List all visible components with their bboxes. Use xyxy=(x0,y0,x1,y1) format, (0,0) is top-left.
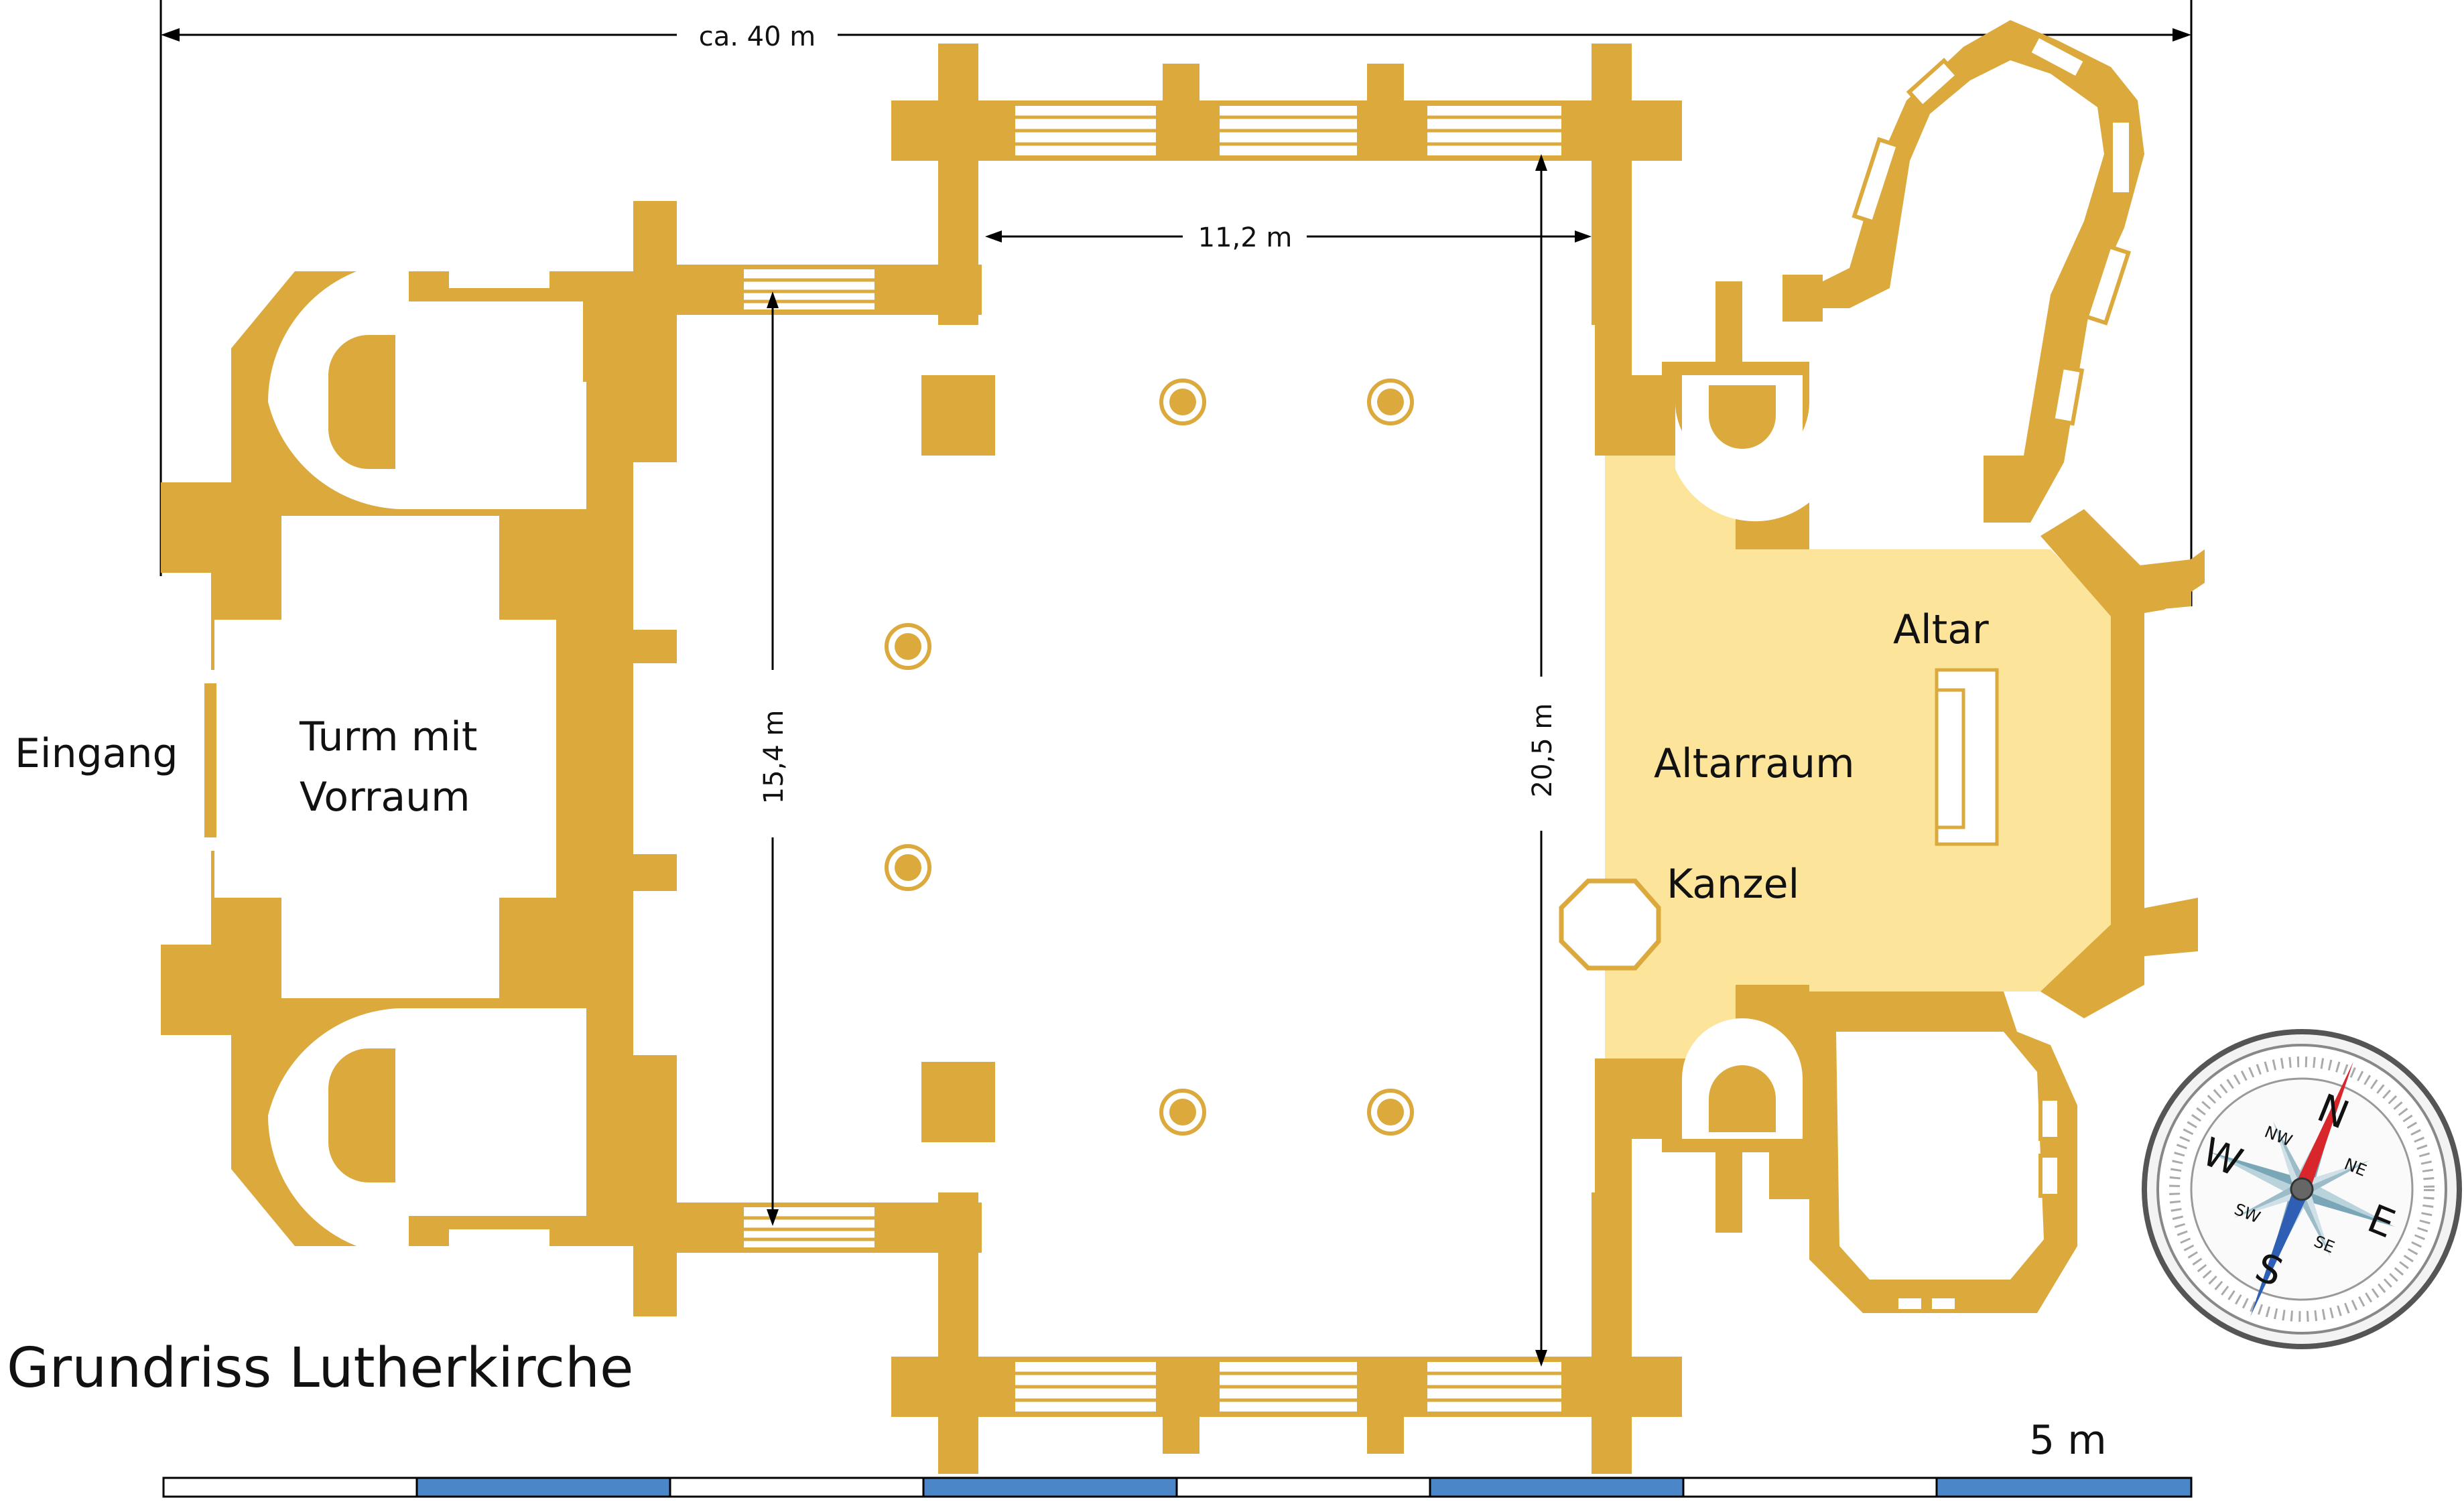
column xyxy=(1159,379,1206,425)
scale-bar: 5 m xyxy=(162,1417,2193,1498)
scale-segment xyxy=(1429,1477,1685,1498)
chancel-label: Altarraum xyxy=(1654,740,1855,787)
total-length-label: ca. 40 m xyxy=(699,21,816,52)
dimension-total-length: ca. 40 m xyxy=(159,0,2193,606)
needle-south xyxy=(2250,1186,2310,1317)
chancel xyxy=(1559,456,2205,1058)
column xyxy=(1367,1089,1414,1136)
nave-walls xyxy=(670,44,1682,1474)
nave-depth-outer-label: 20,5 m xyxy=(1527,703,1558,798)
east-side-rooms xyxy=(1595,20,2144,1313)
compass-rose-icon: N S E W NW NE SW SE xyxy=(2142,1029,2462,1349)
tower-label-line1: Turm mit xyxy=(299,713,477,760)
page-title: Grundriss Lutherkirche xyxy=(7,1337,633,1400)
nave-depth-inner-label: 15,4 m xyxy=(759,710,789,805)
scale-segment xyxy=(1935,1477,2193,1498)
scale-segment xyxy=(415,1477,671,1498)
column xyxy=(1367,379,1414,425)
dimension-nave-depth-outer: 20,5 m xyxy=(1527,154,1558,1367)
column xyxy=(885,844,931,891)
pulpit-label: Kanzel xyxy=(1667,861,1799,908)
needle-north xyxy=(2294,1061,2353,1192)
nave-width-label: 11,2 m xyxy=(1198,222,1293,253)
scale-segment xyxy=(1175,1477,1431,1498)
scale-bar-label: 5 m xyxy=(2029,1417,2107,1464)
dimension-nave-width: 11,2 m xyxy=(985,222,1592,253)
scale-segment xyxy=(162,1477,418,1498)
scale-segment xyxy=(922,1477,1178,1498)
altar-label: Altar xyxy=(1893,606,1989,653)
tower xyxy=(161,201,677,1316)
column xyxy=(1159,1089,1206,1136)
column xyxy=(885,623,931,670)
tower-label-line2: Vorraum xyxy=(300,774,470,821)
scale-segment xyxy=(1682,1477,1938,1498)
dimension-nave-depth-inner: 15,4 m xyxy=(759,291,789,1226)
entrance-label: Eingang xyxy=(15,730,178,777)
scale-segment xyxy=(669,1477,925,1498)
nave-columns xyxy=(885,375,1414,1142)
pulpit xyxy=(1559,878,1661,971)
